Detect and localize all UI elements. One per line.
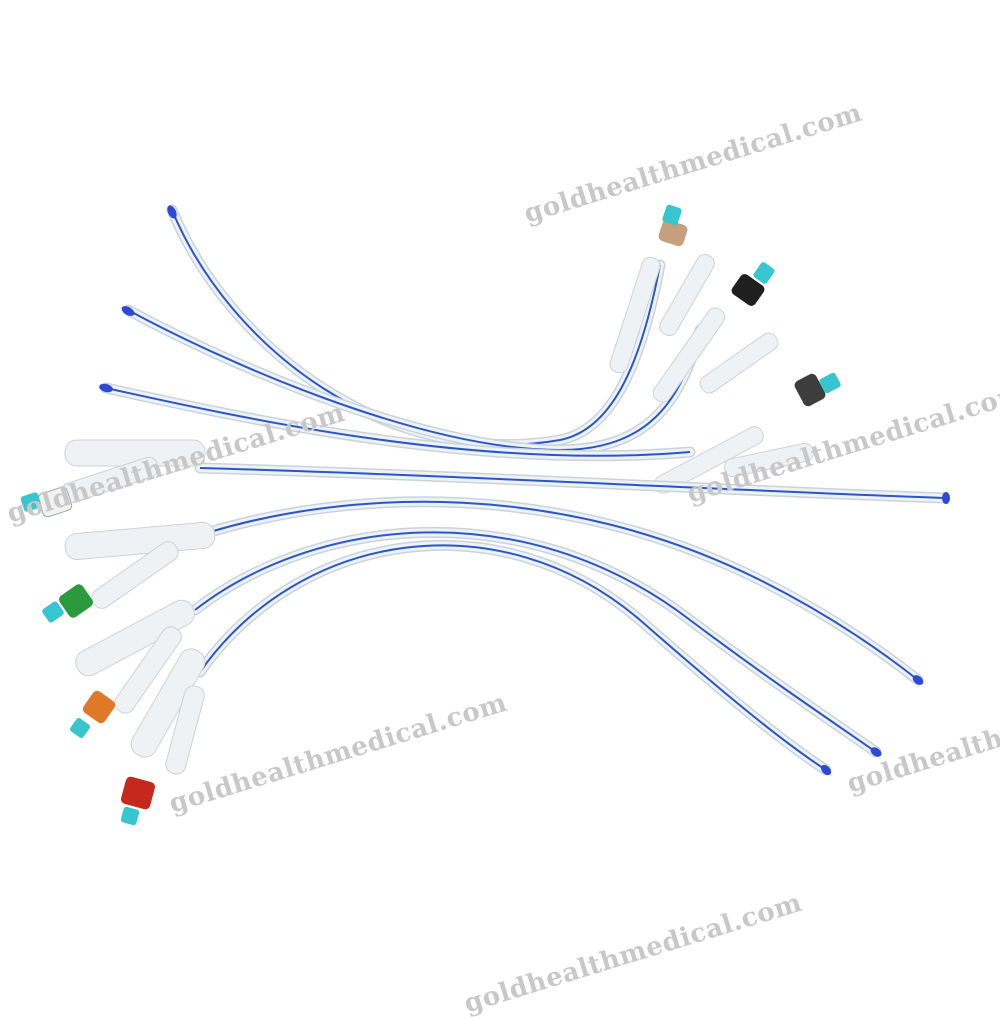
catheter-dark-gray (99, 372, 841, 494)
catheter-red (120, 539, 832, 826)
catheter-tan (166, 204, 715, 451)
catheter-white (20, 439, 950, 518)
catheter-black (121, 262, 779, 456)
catheter-orange (70, 526, 882, 758)
catheter-green (42, 496, 924, 686)
